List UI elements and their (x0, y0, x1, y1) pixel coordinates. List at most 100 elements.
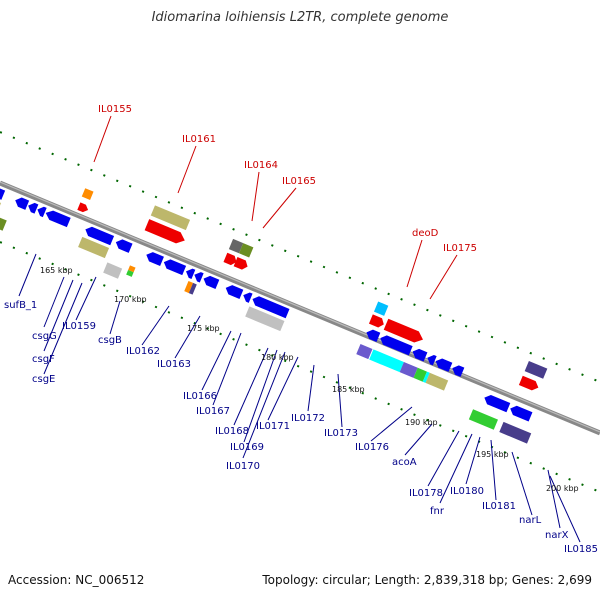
accession-text: Accession: NC_006512 (8, 573, 145, 587)
scale-195: 195 kbp (476, 450, 509, 459)
gene-blue-9 (85, 226, 115, 246)
bottom-leader-lines (18, 253, 581, 543)
label-il0171: IL0171 (256, 421, 290, 432)
label-sufb-1: sufB_1 (4, 300, 37, 311)
gene-slate-4 (499, 421, 532, 444)
gene-orange-2 (128, 265, 136, 273)
leader-sufb (18, 253, 37, 297)
gene-slate-2 (356, 343, 373, 360)
leader-il0170 (242, 351, 286, 459)
scale-170: 170 kbp (114, 295, 147, 304)
gene-blue-10 (115, 239, 133, 253)
gene-khaki-3 (425, 372, 449, 391)
gene-blue-25 (484, 394, 511, 413)
gene-blue-17 (243, 292, 253, 303)
label-il0168: IL0168 (215, 426, 249, 437)
top-leader-lines (93, 115, 458, 300)
leader-il0155 (93, 115, 112, 163)
gene-blue-23 (435, 358, 453, 372)
gene-slate-1 (524, 360, 548, 379)
map-title: Idiomarina loihiensis L2TR, complete gen… (151, 10, 449, 25)
leader-deod (406, 239, 423, 288)
scale-175: 175 kbp (187, 324, 220, 333)
gene-il0175-red (383, 318, 423, 343)
gene-blue-22 (427, 355, 437, 366)
gene-il0155-red (77, 202, 89, 213)
leader-il0164 (251, 171, 260, 222)
label-il0163: IL0163 (157, 359, 191, 370)
leader-il0185 (549, 475, 581, 543)
gene-khaki-2 (78, 236, 110, 259)
gene-olive-1 (0, 216, 7, 231)
reverse-strand-genes (0, 184, 533, 444)
bottom-labels: sufB_1 csgG csgF csgE IL0159 csgB IL0162… (4, 300, 598, 555)
label-il0165: IL0165 (282, 176, 316, 187)
outer-tick-track (0, 131, 600, 383)
label-il0181: IL0181 (482, 501, 516, 512)
leader-csge (43, 282, 83, 375)
label-deod: deoD (412, 228, 439, 239)
leader-il0176 (370, 406, 413, 442)
leader-il0180 (465, 436, 481, 485)
label-fnr: fnr (430, 506, 445, 517)
gene-blue-8 (45, 210, 71, 228)
label-il0167: IL0167 (196, 406, 230, 417)
gene-blue-12 (163, 259, 187, 276)
label-il0178: IL0178 (409, 488, 443, 499)
leader-il0171 (267, 356, 299, 421)
leader-il0168 (233, 347, 269, 426)
scale-165: 165 kbp (40, 266, 73, 275)
gene-blue-24 (452, 365, 465, 377)
label-il0173: IL0173 (324, 428, 358, 439)
leader-il0162 (141, 305, 170, 346)
gene-blue-19 (366, 329, 381, 342)
gene-tracks (0, 184, 548, 444)
gene-blue-6 (28, 202, 39, 214)
scale-190: 190 kbp (405, 418, 438, 427)
gene-lightgray-1 (103, 262, 123, 279)
label-narx: narX (545, 530, 569, 541)
label-il0175: IL0175 (443, 243, 477, 254)
leader-il0169 (243, 349, 278, 443)
scale-185: 185 kbp (332, 385, 365, 394)
gene-slate-3 (399, 362, 418, 378)
gene-blue-5 (15, 197, 30, 210)
gene-gray-1 (228, 238, 244, 254)
label-il0155: IL0155 (98, 104, 132, 115)
leader-narx (547, 469, 561, 529)
gene-khaki-1 (150, 205, 191, 231)
gene-blue-13 (186, 268, 196, 280)
leader-csgg (43, 276, 65, 328)
label-il0180: IL0180 (450, 486, 484, 497)
label-csgf: csgF (32, 354, 55, 365)
label-il0159: IL0159 (62, 321, 96, 332)
label-il0169: IL0169 (230, 442, 264, 453)
gene-blue-16 (225, 285, 244, 299)
leader-narl (511, 451, 533, 516)
label-il0176: IL0176 (355, 442, 389, 453)
gene-blue-11 (146, 252, 164, 266)
genome-backbone (0, 180, 600, 436)
leader-il0175 (429, 254, 458, 300)
label-il0172: IL0172 (291, 413, 325, 424)
leader-il0159 (75, 276, 97, 321)
gene-orange-3 (184, 281, 194, 294)
scale-labels: 165 kbp 170 kbp 175 kbp 180 kbp 185 kbp … (40, 266, 579, 493)
label-il0166: IL0166 (183, 391, 217, 402)
label-csgg: csgG (32, 331, 57, 342)
leader-il0163 (174, 315, 201, 359)
genome-backbone-highlight (0, 181, 600, 433)
label-il0161: IL0161 (182, 134, 216, 145)
leader-fnr (439, 433, 473, 504)
label-acoa: acoA (392, 457, 417, 468)
forward-strand-genes (77, 188, 548, 391)
scale-180: 180 kbp (261, 353, 294, 362)
gene-blue-7 (37, 206, 47, 218)
leader-il0165 (262, 187, 297, 229)
leader-il0172 (307, 364, 315, 412)
gene-green-4 (468, 409, 498, 430)
gene-blue-4 (0, 184, 6, 200)
label-csgb: csgB (98, 335, 122, 346)
gene-deod-red (368, 314, 384, 328)
gene-green-1 (239, 243, 254, 258)
